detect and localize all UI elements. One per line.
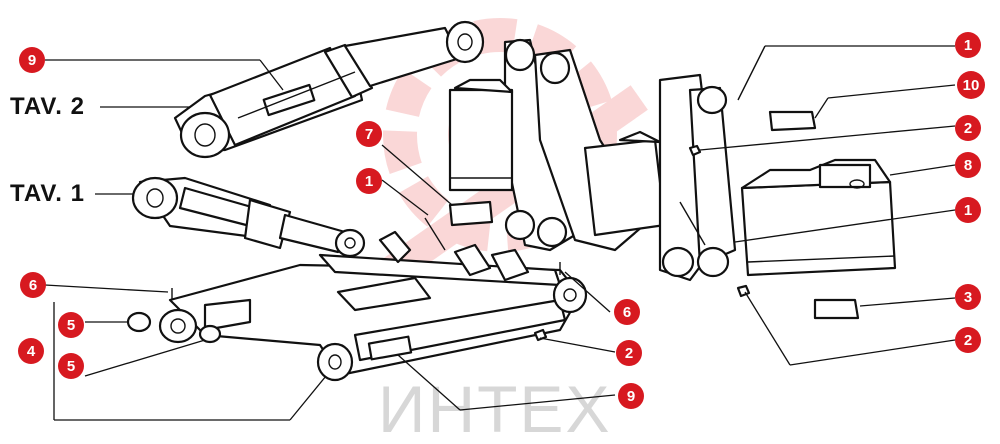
callout-number: 2 [964, 120, 972, 137]
callout-1-right: 1 [955, 197, 981, 223]
callout-2-mid: 2 [616, 340, 642, 366]
bolts [171, 45, 766, 300]
callout-number: 6 [29, 277, 37, 294]
callout-10: 10 [957, 71, 985, 99]
callout-number: 6 [623, 304, 631, 321]
callout-number: 1 [964, 37, 972, 54]
callout-6-left: 6 [20, 272, 46, 298]
pin-3 [813, 298, 860, 320]
hydraulic-cylinder-tav2 [173, 20, 485, 159]
callout-number: 9 [28, 52, 36, 69]
callout-number: 1 [365, 173, 373, 190]
pin-10 [768, 110, 817, 132]
callout-1-top-right: 1 [955, 32, 981, 58]
counterweight-right-block [740, 158, 897, 277]
lower-frame [158, 230, 588, 382]
watermark-text: ИНТЕХ [378, 372, 611, 444]
callout-9-top: 9 [19, 47, 45, 73]
callout-2-upper-right: 2 [955, 115, 981, 141]
callout-number: 10 [963, 77, 980, 94]
callout-number: 4 [27, 343, 36, 360]
counterweight-left [448, 78, 514, 192]
callout-5-lower: 5 [58, 353, 84, 379]
callout-2-lower-right: 2 [955, 327, 981, 353]
counterweight-center [583, 130, 667, 237]
callout-7: 7 [356, 121, 382, 147]
nuts [533, 144, 751, 342]
callout-8: 8 [955, 152, 981, 178]
callout-number: 3 [964, 289, 972, 306]
callout-badges: 9 7 1 6 5 4 5 6 [18, 32, 985, 409]
callout-4: 4 [18, 338, 44, 364]
callout-number: 7 [365, 126, 373, 143]
callout-5-upper: 5 [58, 312, 84, 338]
callout-number: 2 [964, 332, 972, 349]
callout-6-right: 6 [614, 299, 640, 325]
callout-3: 3 [955, 284, 981, 310]
callout-number: 2 [625, 345, 633, 362]
callout-9-bottom: 9 [618, 383, 644, 409]
callout-number: 1 [964, 202, 972, 219]
callout-1-mid: 1 [356, 168, 382, 194]
tav2-label: TAV. 2 [10, 93, 85, 120]
hydraulic-cylinder-tav1 [131, 176, 366, 258]
callout-number: 8 [964, 157, 972, 174]
right-linkage [658, 73, 737, 282]
leader-lines [44, 45, 956, 421]
callout-number: 5 [67, 358, 75, 375]
callout-number: 9 [627, 388, 635, 405]
spacer-7 [448, 200, 494, 227]
tav1-label: TAV. 1 [10, 180, 85, 207]
callout-number: 5 [67, 317, 75, 334]
